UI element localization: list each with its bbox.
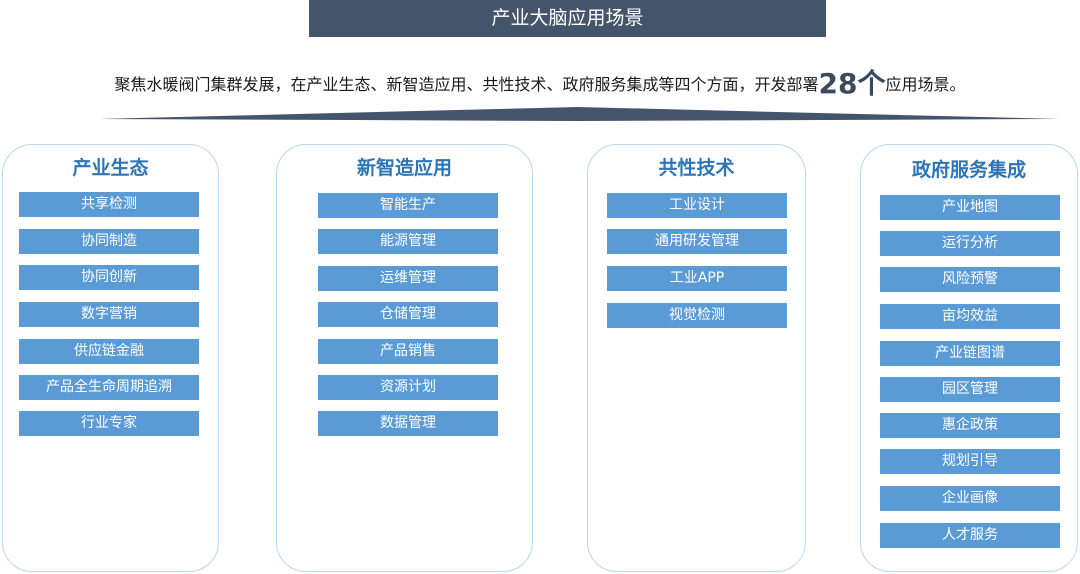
list-item[interactable]: 视觉检测 (606, 302, 788, 329)
list-item[interactable]: 共享检测 (18, 191, 200, 218)
list-item[interactable]: 惠企政策 (879, 412, 1061, 439)
list-item[interactable]: 协同制造 (18, 228, 200, 255)
list-item[interactable]: 企业画像 (879, 485, 1061, 512)
list-item[interactable]: 能源管理 (317, 228, 499, 255)
list-item[interactable]: 产业地图 (879, 194, 1061, 221)
list-item[interactable]: 协同创新 (18, 264, 200, 291)
list-item[interactable]: 数据管理 (317, 410, 499, 437)
list-item[interactable]: 供应链金融 (18, 338, 200, 365)
list-item[interactable]: 通用研发管理 (606, 228, 788, 255)
list-item[interactable]: 行业专家 (18, 410, 200, 437)
column-new-smart-manufacturing: 新智造应用 智能生产 能源管理 运维管理 仓储管理 产品销售 资源计划 数据管理 (276, 144, 533, 572)
list-item[interactable]: 数字营销 (18, 301, 200, 328)
column-industry-ecology: 产业生态 共享检测 协同制造 协同创新 数字营销 供应链金融 产品全生命周期追溯… (2, 144, 219, 572)
list-item[interactable]: 资源计划 (317, 374, 499, 401)
list-item[interactable]: 产品全生命周期追溯 (18, 374, 200, 401)
page-title: 产业大脑应用场景 (309, 0, 826, 37)
list-item[interactable]: 运维管理 (317, 265, 499, 292)
column-title: 政府服务集成 (911, 159, 1026, 181)
list-item[interactable]: 风险预警 (879, 266, 1061, 293)
column-common-technology: 共性技术 工业设计 通用研发管理 工业APP 视觉检测 (587, 144, 806, 572)
list-item[interactable]: 产业链图谱 (879, 340, 1061, 367)
list-item[interactable]: 工业APP (606, 265, 788, 292)
list-item[interactable]: 仓储管理 (317, 301, 499, 328)
subtitle: 聚焦水暖阀门集群发展，在产业生态、新智造应用、共性技术、政府服务集成等四个方面，… (0, 64, 1080, 104)
list-item[interactable]: 亩均效益 (879, 303, 1061, 330)
list-item[interactable]: 工业设计 (606, 192, 788, 219)
column-title: 产业生态 (72, 157, 149, 179)
divider-wedge (98, 107, 1060, 121)
subtitle-tail: 应用场景。 (885, 75, 966, 94)
column-title: 新智造应用 (356, 157, 452, 179)
list-item[interactable]: 园区管理 (879, 376, 1061, 403)
column-government-services: 政府服务集成 产业地图 运行分析 风险预警 亩均效益 产业链图谱 园区管理 惠企… (860, 144, 1078, 572)
list-item[interactable]: 智能生产 (317, 192, 499, 219)
list-item[interactable]: 规划引导 (879, 448, 1061, 475)
subtitle-text: 聚焦水暖阀门集群发展，在产业生态、新智造应用、共性技术、政府服务集成等四个方面，… (114, 75, 819, 94)
subtitle-highlight: 28个 (818, 67, 886, 100)
list-item[interactable]: 产品销售 (317, 338, 499, 365)
list-item[interactable]: 人才服务 (879, 522, 1061, 549)
column-title: 共性技术 (658, 157, 735, 179)
list-item[interactable]: 运行分析 (879, 230, 1061, 257)
